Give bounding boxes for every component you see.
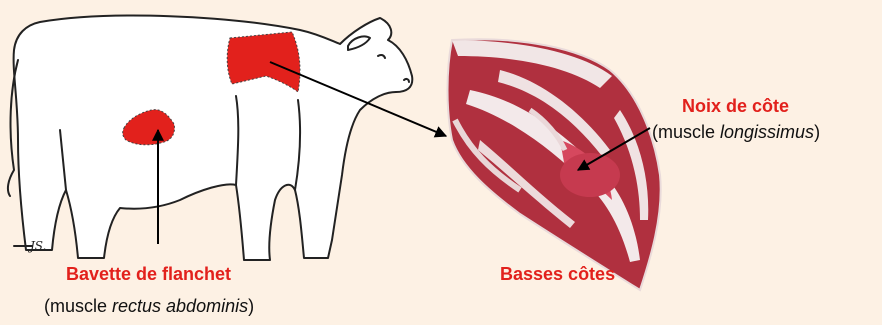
noix-prefix: (muscle — [652, 122, 720, 142]
label-basses-cotes: Basses côtes — [500, 264, 615, 285]
noix-suffix: ) — [814, 122, 820, 142]
noix-muscle-italic: longissimus — [720, 122, 814, 142]
label-bavette-de-flanchet: Bavette de flanchet — [66, 264, 231, 285]
label-noix-muscle: (muscle longissimus) — [652, 122, 820, 143]
label-bavette-muscle: (muscle rectus abdominis) — [44, 296, 254, 317]
cow-drawing — [8, 16, 412, 260]
bavette-muscle-italic: rectus abdominis — [112, 296, 248, 316]
meat-piece — [440, 30, 670, 300]
signature: JS. — [27, 239, 46, 253]
label-noix-de-cote: Noix de côte — [682, 96, 789, 117]
bavette-prefix: (muscle — [44, 296, 112, 316]
bavette-suffix: ) — [248, 296, 254, 316]
